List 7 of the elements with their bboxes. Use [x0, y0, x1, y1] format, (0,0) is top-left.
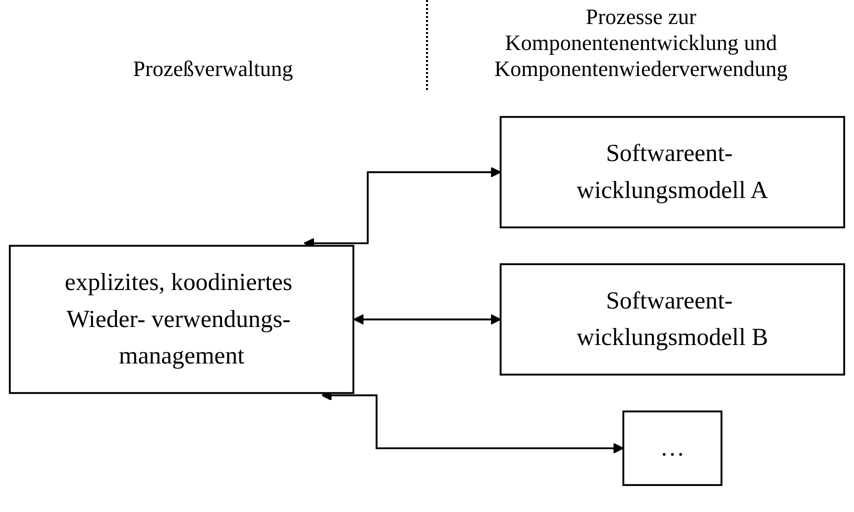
column-heading: Prozesse zur Komponentenentwicklung und Komponentenwiederverwendung — [493, 4, 789, 82]
node-box: Softwareent- wicklungsmodell B — [500, 263, 846, 376]
node-box: … — [622, 410, 722, 486]
arrow — [353, 314, 502, 325]
column-heading: Prozeßverwaltung — [132, 56, 294, 82]
node-box: explizites, koodiniertes Wieder- verwendungs- management — [8, 244, 354, 394]
node-box: Softwareent- wicklungsmodell A — [500, 116, 846, 228]
